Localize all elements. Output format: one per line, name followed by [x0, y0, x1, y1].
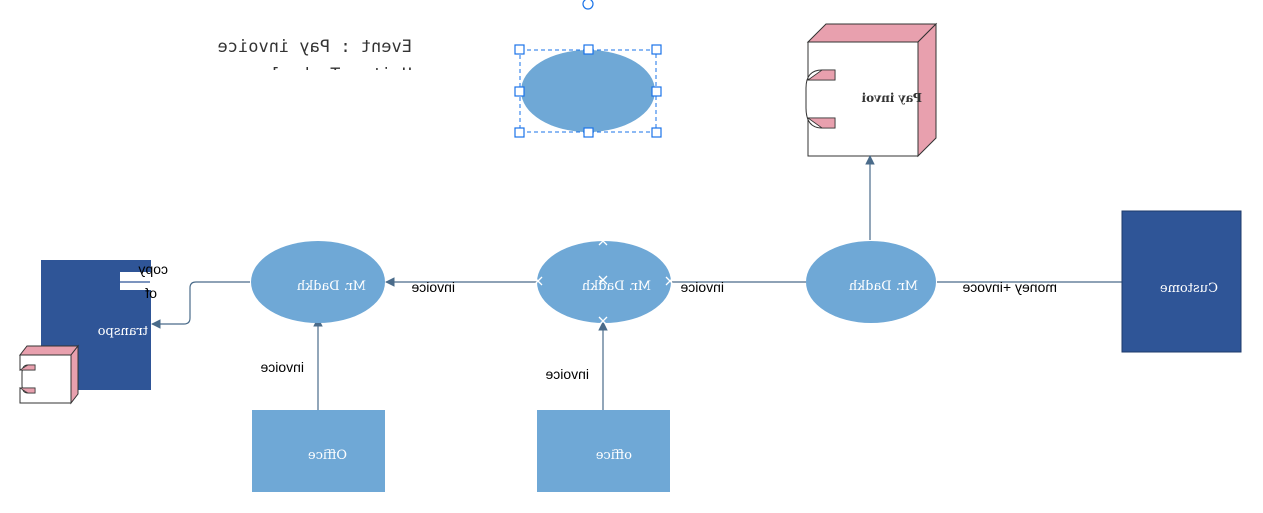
process-right-label: Mr. Dadkh [848, 279, 918, 294]
edge-label-of: of [145, 285, 157, 301]
office-middle[interactable]: office [537, 410, 670, 492]
edge-left-to-store [151, 281, 250, 329]
process-middle[interactable]: Mr. Dadkh [533, 236, 675, 326]
component-small[interactable] [18, 344, 80, 405]
edge-labels: money +invoce invoice invoice invoice in… [138, 261, 1057, 382]
process-left[interactable]: Mr. Dadkh [251, 241, 385, 323]
process-right[interactable]: Mr. Dadkh [806, 241, 936, 323]
edge-label-right-middle: invoice [680, 279, 724, 295]
component-top[interactable]: Pay invoi [805, 22, 938, 158]
office-left[interactable]: Office [252, 410, 385, 492]
customer-node[interactable]: Custome [1121, 210, 1242, 353]
unit-title: Unit : Technology [238, 65, 412, 85]
connectors [151, 155, 1122, 410]
edge-label-office-middle: invoice [545, 366, 589, 382]
selected-ellipse[interactable] [514, 0, 662, 138]
header-text: Event : Pay invoice Unit : Technology [218, 37, 412, 85]
edge-label-middle-left: invoice [411, 279, 455, 295]
resize-handles[interactable] [514, 44, 662, 138]
office-left-label: Office [308, 448, 347, 463]
rotate-handle[interactable] [582, 0, 594, 10]
process-left-label: Mr. Dadkh [296, 279, 366, 294]
store-left-label: transpo [97, 324, 148, 339]
edge-label-copy: copy [138, 261, 168, 277]
customer-label: Custome [1160, 281, 1218, 296]
component-top-label: Pay invoi [861, 91, 922, 105]
edge-label-money-invoice: money +invoce [962, 279, 1057, 295]
edge-label-office-left: invoice [260, 359, 304, 375]
event-title: Event : Pay invoice [218, 37, 412, 57]
office-middle-label: office [595, 448, 632, 463]
connection-points[interactable] [533, 236, 675, 326]
process-middle-label: Mr. Dadkh [581, 279, 651, 294]
store-label-backdrop [120, 272, 152, 290]
